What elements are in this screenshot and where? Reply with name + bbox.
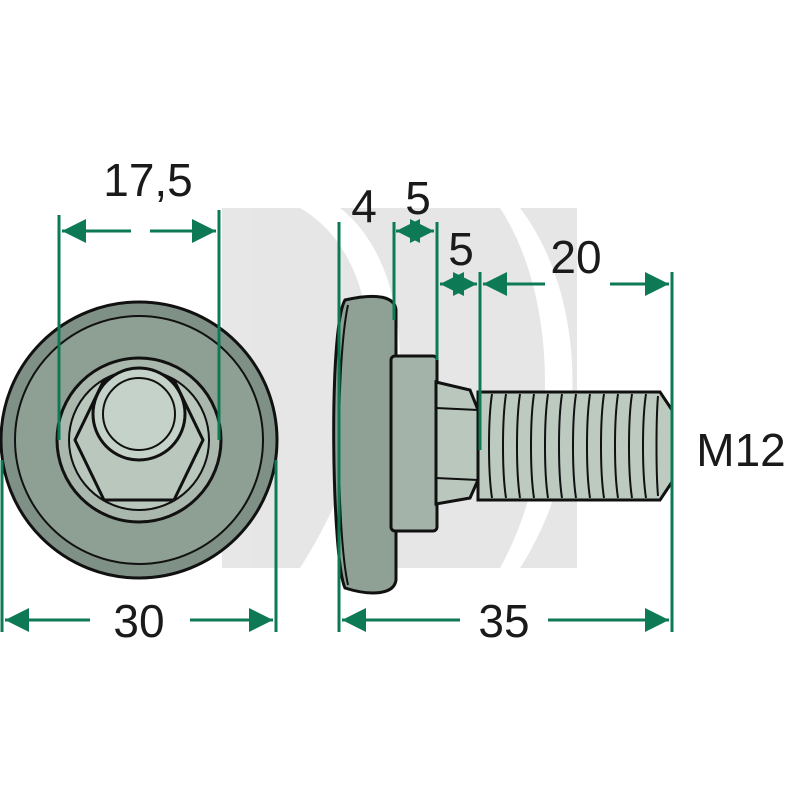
label-thread-length: 20 (550, 231, 601, 283)
thread-lines (488, 393, 659, 499)
label-total-length: 35 (478, 595, 529, 647)
label-outer-diameter: 30 (113, 595, 164, 647)
label-washer-thickness: 4 (351, 180, 377, 232)
label-thread-size: M12 (696, 424, 785, 476)
dimension-lines (0, 210, 674, 632)
bolt-end-chamfer (102, 377, 176, 451)
collar-profile (389, 354, 439, 533)
label-hex-length: 5 (448, 223, 474, 275)
side-view (332, 294, 674, 595)
label-collar-length: 5 (405, 172, 431, 224)
washer-profile (332, 294, 398, 595)
hex-profile (434, 380, 480, 506)
front-view (0, 300, 279, 580)
label-inner-diameter: 17,5 (103, 154, 193, 206)
